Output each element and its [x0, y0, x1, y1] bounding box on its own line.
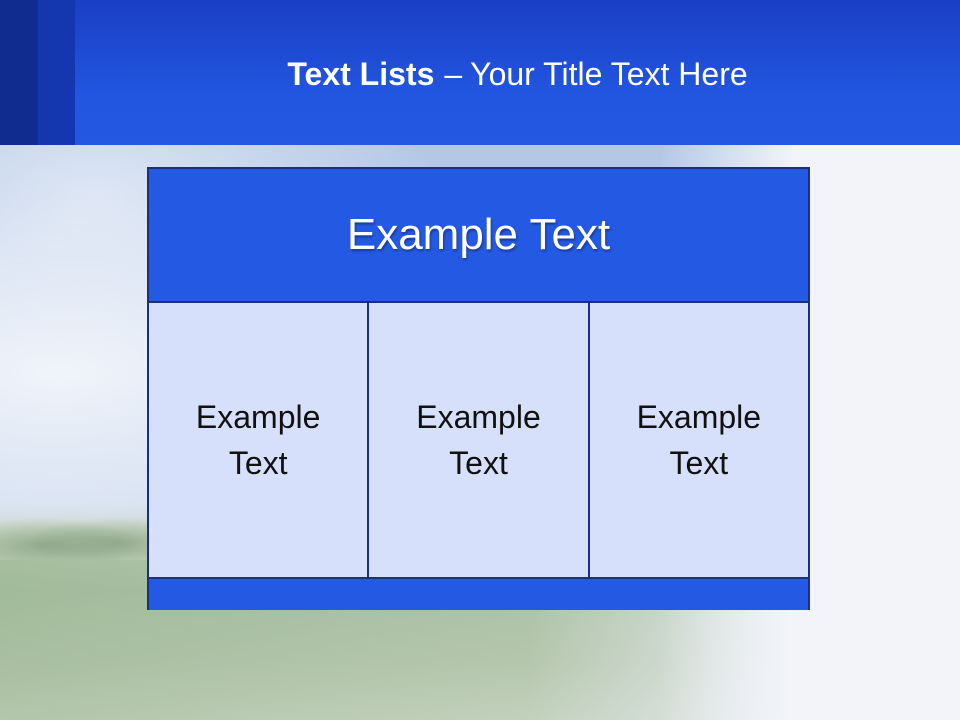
slide-title: Text Lists–Your Title Text Here — [75, 52, 960, 96]
table-header: Example Text — [149, 169, 808, 303]
slide-title-subtitle: Your Title Text Here — [470, 56, 748, 92]
background-treeline — [0, 510, 170, 560]
title-bar: Text Lists–Your Title Text Here — [0, 0, 960, 145]
table-column-3: Example Text — [587, 303, 808, 577]
slide-title-dash: – — [444, 56, 463, 92]
table-column-2: Example Text — [367, 303, 588, 577]
table-footer-bar — [149, 577, 808, 610]
table-header-text: Example Text — [346, 210, 611, 259]
header-accent-stripe — [0, 0, 38, 145]
slide-title-main: Text Lists — [287, 56, 435, 92]
header-accent-stripe — [38, 0, 75, 145]
table-column-1: Example Text — [149, 303, 368, 577]
text-list-table: Example Text Example Text Example Text E… — [147, 167, 810, 610]
table-columns: Example Text Example Text Example Text — [149, 303, 808, 577]
